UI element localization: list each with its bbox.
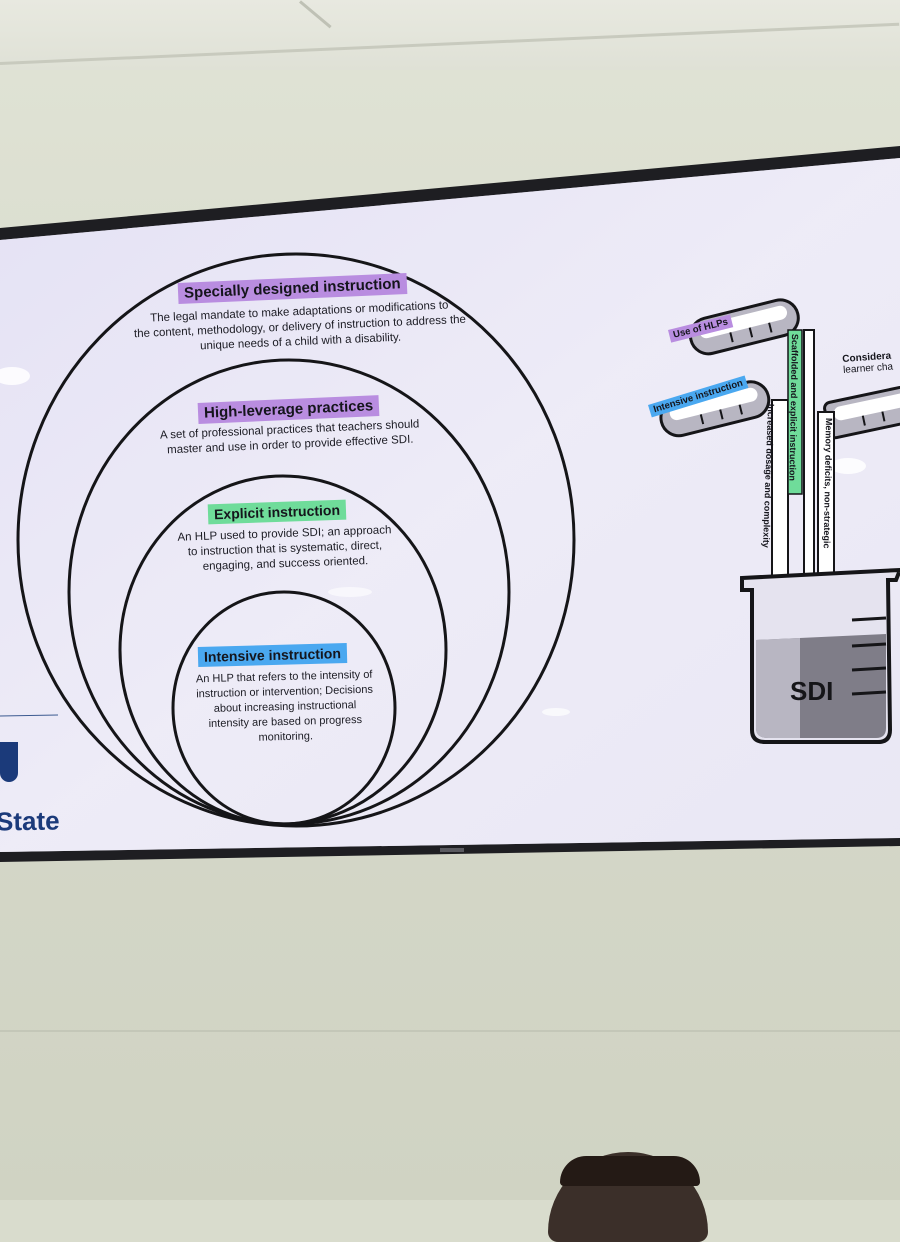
stream-scaffolded-highlight <box>787 329 803 495</box>
desc-explicit-instruction: An HLP used to provide SDI; an approach … <box>177 524 392 573</box>
beaker-label-sdi: SDI <box>790 676 834 706</box>
wall-seam <box>0 1030 900 1032</box>
circle-sdi <box>16 252 576 828</box>
nested-circles <box>16 252 576 828</box>
tube-label-considerations: Considera learner cha <box>842 350 894 376</box>
desc-intensive-instruction: An HLP that refers to the intensity of i… <box>195 668 374 744</box>
beaker-illustration <box>659 298 900 744</box>
glare-spot <box>830 458 866 474</box>
shield-icon <box>0 742 18 782</box>
circle-intensive <box>171 590 397 826</box>
audience-hair <box>560 1156 700 1186</box>
glare-spot <box>542 708 570 716</box>
glare-spot <box>0 367 30 385</box>
tv-logo-mark <box>440 848 464 852</box>
glare-spot <box>328 587 372 597</box>
tv-screen <box>0 146 900 862</box>
logo-text: State <box>0 805 60 837</box>
label-intensive-instruction: Intensive instruction <box>197 643 348 667</box>
